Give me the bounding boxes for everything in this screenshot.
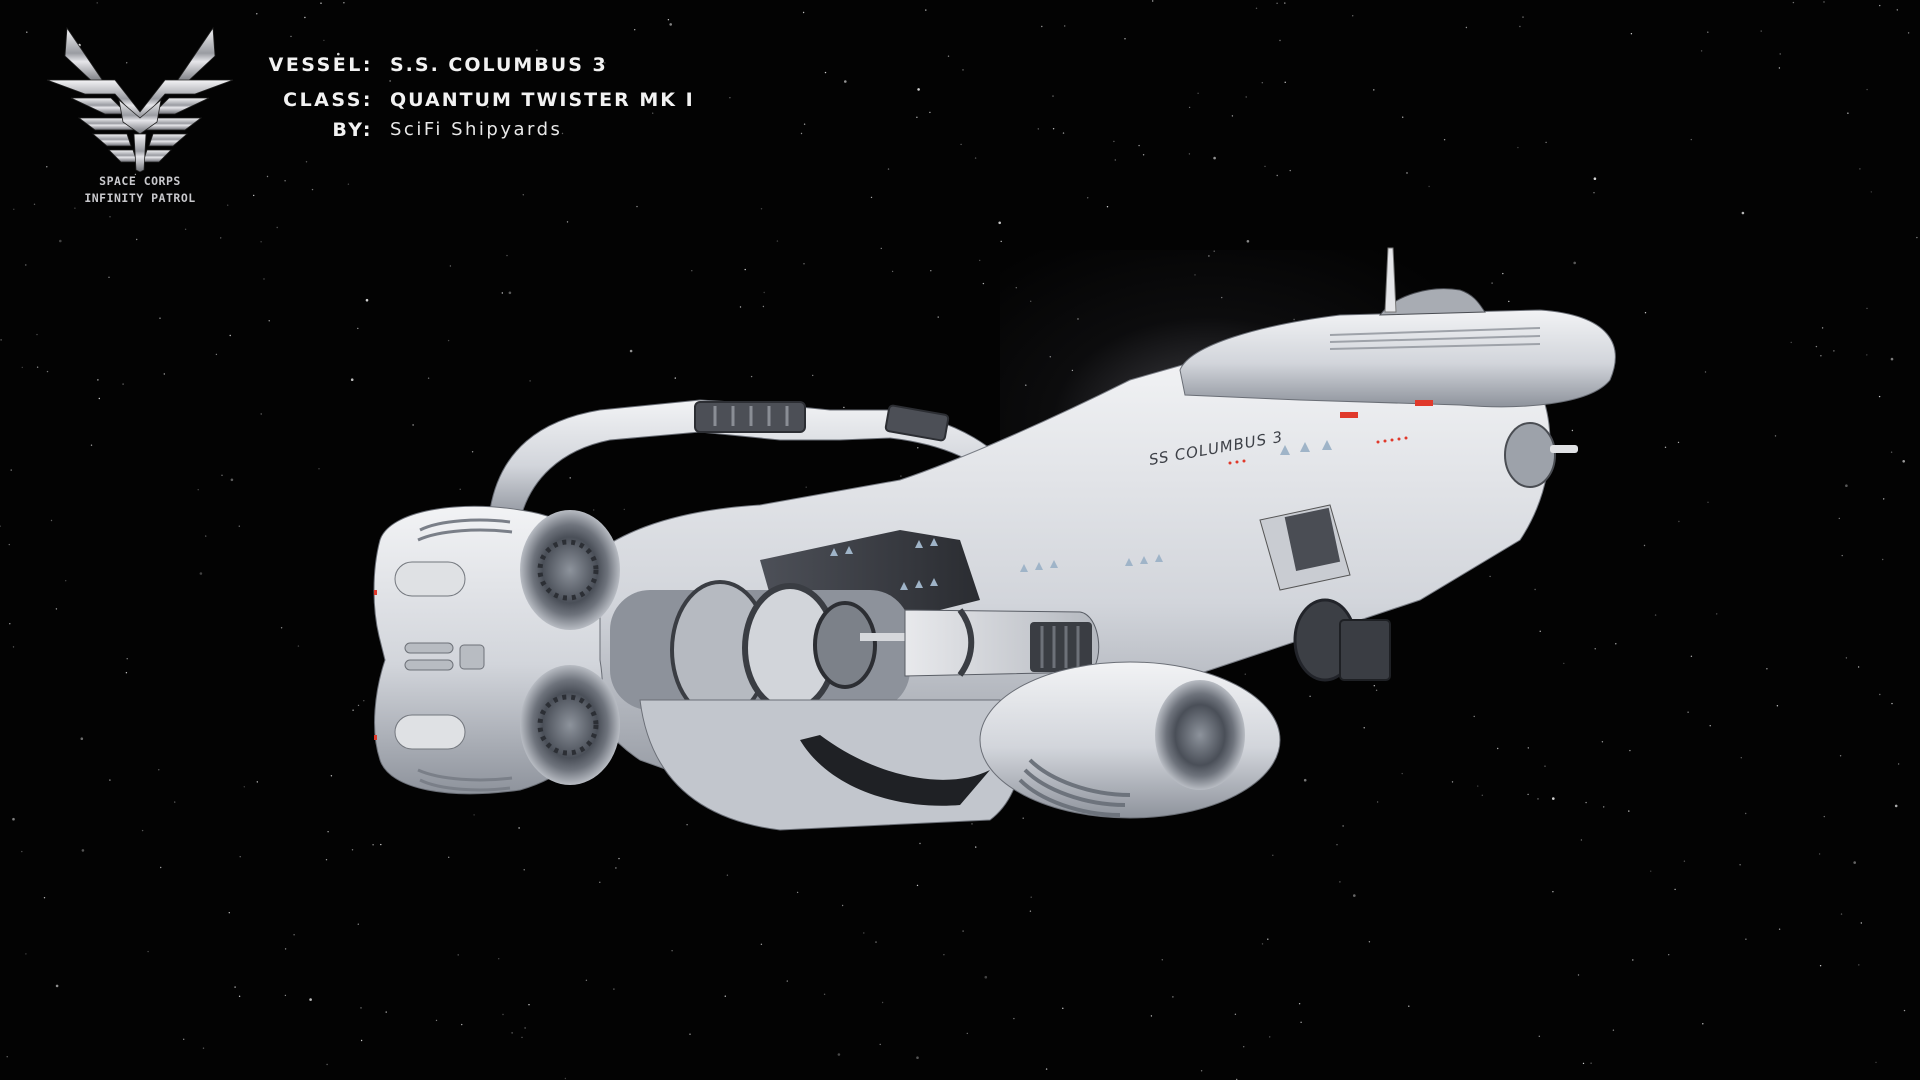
space-corps-logo: SPACE CORPS INFINITY PATROL xyxy=(45,22,235,212)
mast-antenna xyxy=(1384,247,1397,313)
class-name: QUANTUM TWISTER MK I xyxy=(390,89,695,111)
left-pod-upper xyxy=(394,561,466,597)
red-marking xyxy=(1415,400,1433,406)
front-probe xyxy=(1550,445,1578,453)
by-label: BY: xyxy=(332,119,373,141)
class-label: CLASS: xyxy=(283,89,373,111)
lower-left-intake xyxy=(520,665,620,785)
hull-windows xyxy=(830,440,1332,590)
arch-vent-right xyxy=(884,404,950,442)
aft-sensor-vent xyxy=(1339,619,1391,681)
engine-probe xyxy=(860,633,920,641)
aft-thrusters xyxy=(404,642,485,671)
weapon-pod-vent xyxy=(1030,622,1092,672)
left-pod-lower xyxy=(394,714,466,750)
logo-line-space-corps: SPACE CORPS xyxy=(99,174,181,188)
saucer-dome xyxy=(1378,288,1486,316)
front-deflector xyxy=(1504,422,1556,488)
upper-left-intake xyxy=(520,510,620,630)
left-cluster-grille xyxy=(417,518,513,792)
engine-ring-inner xyxy=(813,601,877,689)
vessel-label: VESSEL: xyxy=(268,54,373,76)
nacelle-grille xyxy=(1018,758,1131,817)
winged-eagle-emblem-icon xyxy=(46,26,234,173)
saucer-section xyxy=(1179,309,1616,408)
shipyard-name: SciFi Shipyards xyxy=(390,119,563,140)
logo-line-infinity-patrol: INFINITY PATROL xyxy=(84,191,196,205)
red-marking xyxy=(1340,412,1358,418)
lower-nacelle-intake xyxy=(1155,680,1245,790)
vessel-name: S.S. COLUMBUS 3 xyxy=(390,54,608,76)
